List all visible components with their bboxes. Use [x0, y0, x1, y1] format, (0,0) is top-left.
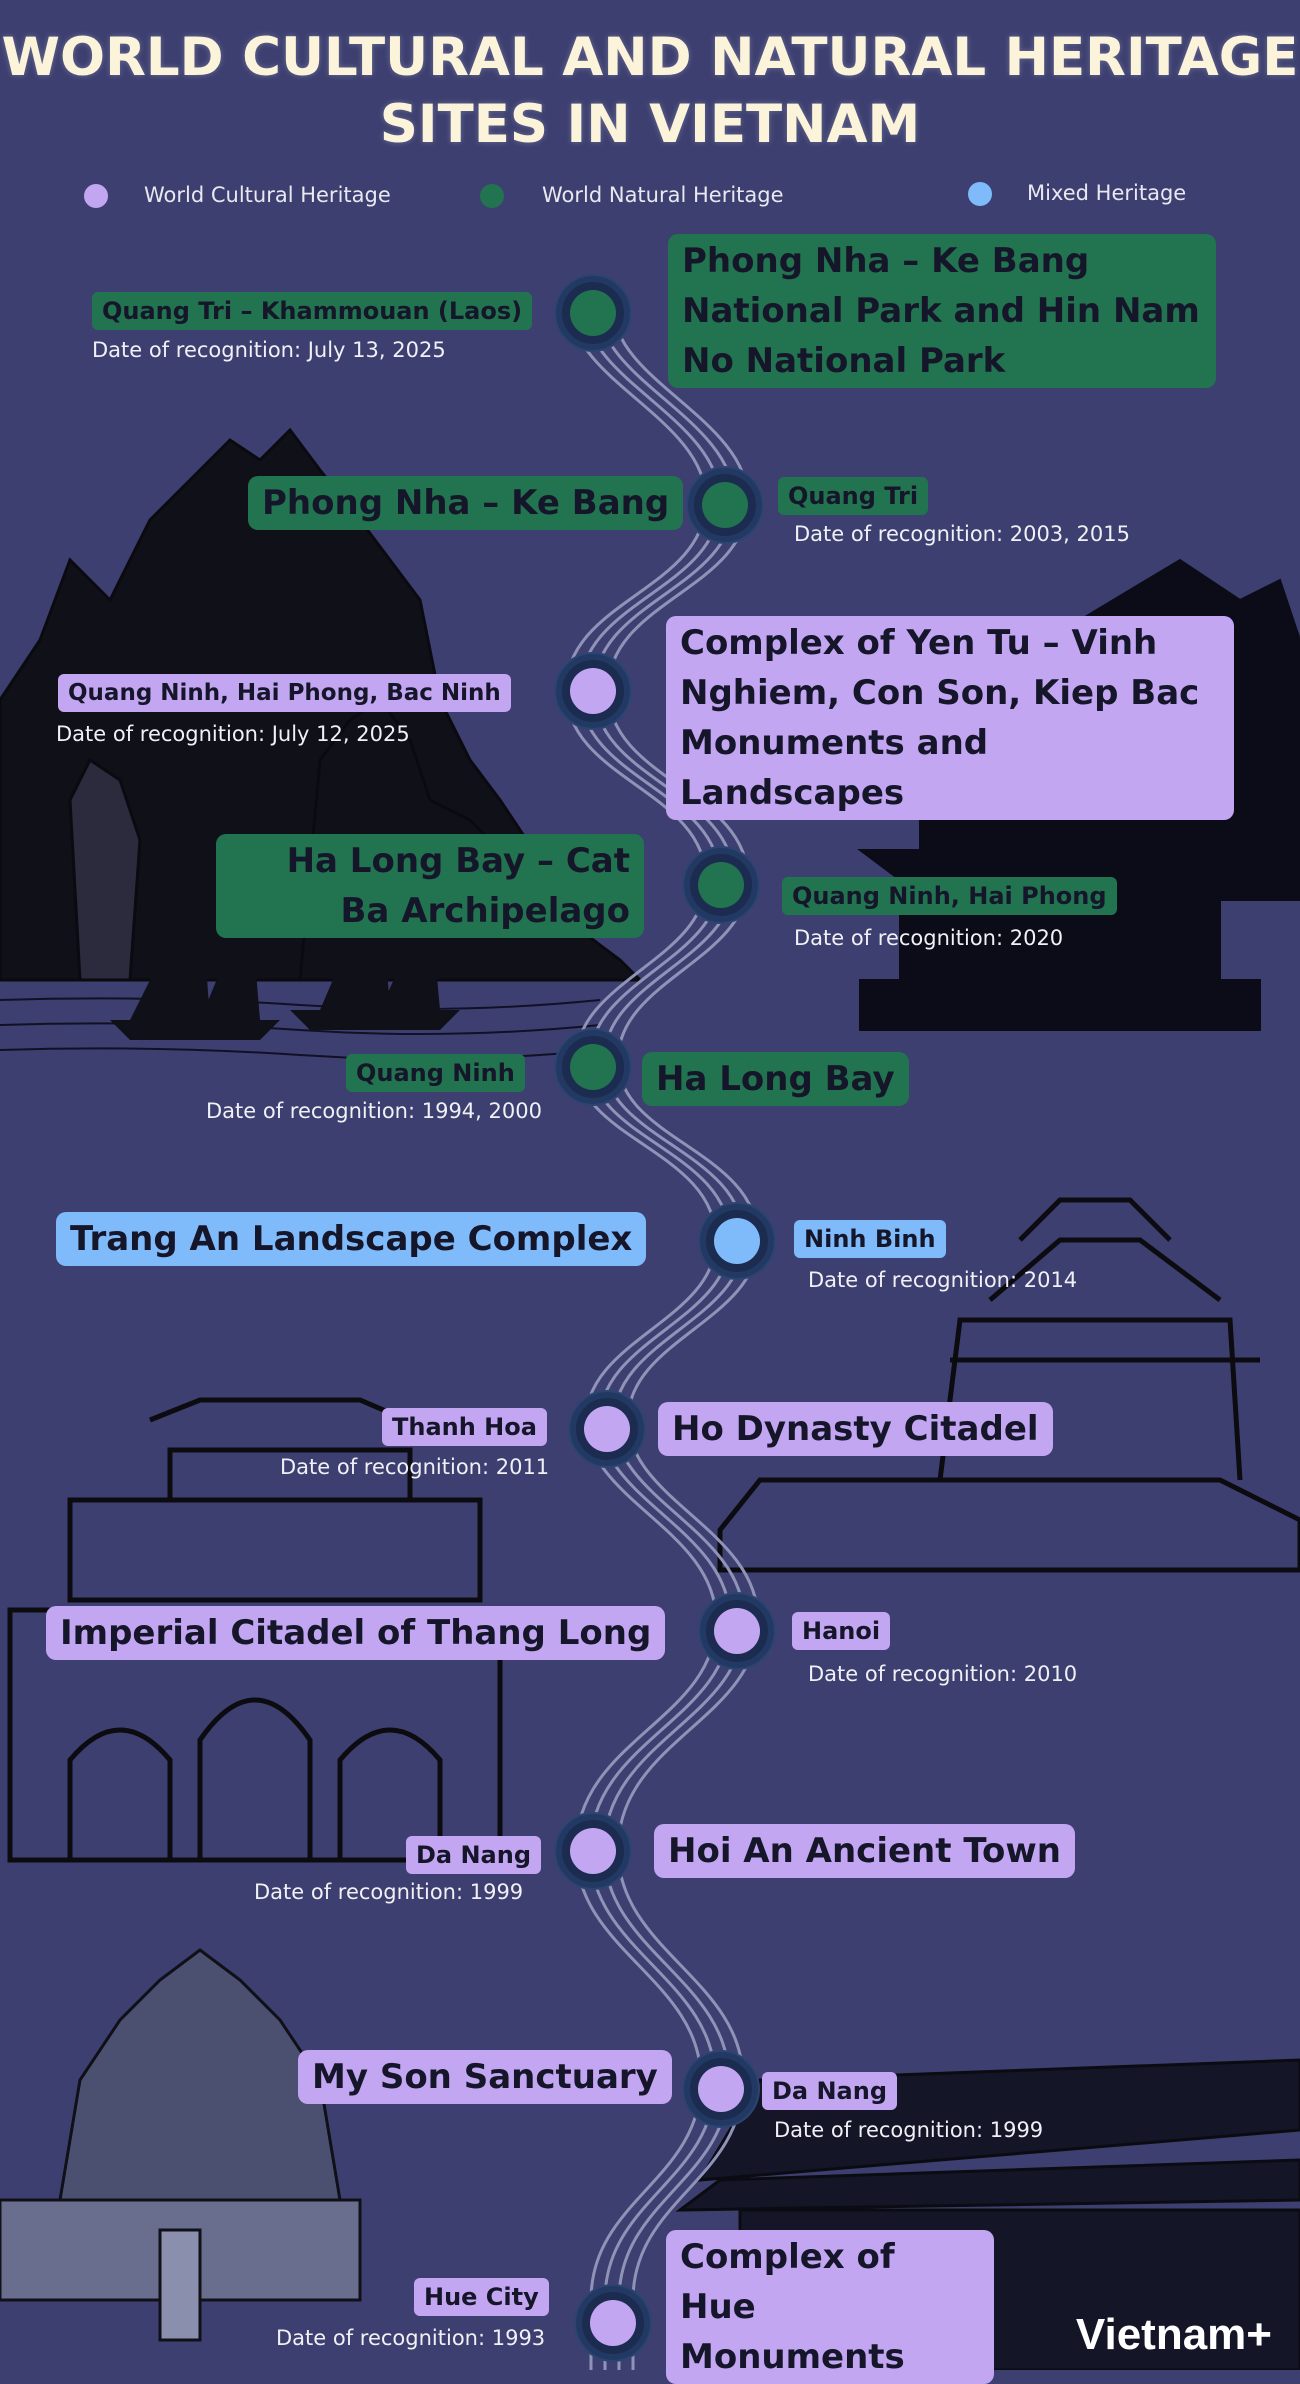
- cultural-marker-dot: [698, 2066, 744, 2112]
- cultural-marker-dot: [584, 1406, 630, 1452]
- timeline-marker: [556, 1814, 630, 1888]
- timeline-marker: [556, 654, 630, 728]
- site-place-tag: Ninh Binh: [794, 1220, 946, 1258]
- site-recognition-date: Date of recognition: July 13, 2025: [92, 338, 446, 362]
- site-name-ha-long-cat-ba: Ha Long Bay – Cat Ba Archipelago: [216, 834, 644, 938]
- site-place-tag: Thanh Hoa: [382, 1408, 547, 1446]
- timeline-marker: [556, 1030, 630, 1104]
- site-recognition-date: Date of recognition: 1993: [276, 2326, 546, 2350]
- site-name-hoi-an: Hoi An Ancient Town: [654, 1824, 1075, 1878]
- site-place-tag: Da Nang: [762, 2072, 898, 2110]
- site-place-tag: Quang Ninh: [346, 1054, 525, 1092]
- site-recognition-date: Date of recognition: July 12, 2025: [56, 722, 410, 746]
- legend-cultural-label: World Cultural Heritage: [144, 183, 391, 207]
- site-place-tag: Da Nang: [406, 1836, 542, 1874]
- legend-mixed-label: Mixed Heritage: [1027, 181, 1187, 205]
- cultural-marker-dot: [570, 668, 616, 714]
- water-illustration: [0, 997, 601, 1060]
- site-name-ha-long-bay: Ha Long Bay: [642, 1052, 909, 1106]
- timeline-marker: [700, 1594, 774, 1668]
- site-recognition-date: Date of recognition: 2014: [808, 1268, 1078, 1292]
- site-recognition-date: Date of recognition: 2020: [794, 926, 1064, 950]
- site-name-phong-nha-ke-bang: Phong Nha – Ke Bang: [248, 476, 684, 530]
- mixed-marker-dot: [714, 1218, 760, 1264]
- timeline-marker: [684, 2052, 758, 2126]
- timeline-marker: [576, 2286, 650, 2360]
- site-place-tag: Hanoi: [792, 1612, 891, 1650]
- timeline-marker: [570, 1392, 644, 1466]
- cham-tower-illustration: [0, 1948, 362, 2342]
- natural-marker-dot: [698, 862, 744, 908]
- legend-mixed-dot: [968, 182, 992, 206]
- site-name-ho-dynasty-citadel: Ho Dynasty Citadel: [658, 1402, 1053, 1456]
- natural-marker-dot: [702, 482, 748, 528]
- natural-marker-dot: [570, 1044, 616, 1090]
- site-place-tag: Quang Ninh, Hai Phong, Bac Ninh: [58, 674, 511, 712]
- timeline-marker: [556, 276, 630, 350]
- site-place-tag: Quang Tri – Khammouan (Laos): [92, 292, 533, 330]
- page-title: WORLD CULTURAL AND NATURAL HERITAGE SITE…: [1, 27, 1299, 155]
- site-name-my-son: My Son Sanctuary: [298, 2050, 672, 2104]
- site-name-yen-tu-complex: Complex of Yen Tu – Vinh Nghiem, Con Son…: [666, 616, 1234, 820]
- site-recognition-date: Date of recognition: 1999: [774, 2118, 1044, 2142]
- vietnam-plus-logo: Vietnam+: [1075, 2310, 1272, 2359]
- legend-cultural-dot: [84, 184, 108, 208]
- site-recognition-date: Date of recognition: 2011: [280, 1455, 550, 1479]
- timeline-marker: [688, 468, 762, 542]
- site-name-trang-an: Trang An Landscape Complex: [56, 1212, 647, 1266]
- site-name-phong-nha-hin-nam-no: Phong Nha – Ke Bang National Park and Hi…: [668, 234, 1216, 388]
- site-name-thang-long-citadel: Imperial Citadel of Thang Long: [46, 1606, 666, 1660]
- site-recognition-date: Date of recognition: 2010: [808, 1662, 1078, 1686]
- site-place-tag: Quang Ninh, Hai Phong: [782, 877, 1117, 915]
- cultural-marker-dot: [714, 1608, 760, 1654]
- site-place-tag: Quang Tri: [778, 477, 929, 515]
- site-recognition-date: Date of recognition: 2003, 2015: [794, 522, 1130, 546]
- timeline-marker: [700, 1204, 774, 1278]
- natural-marker-dot: [570, 290, 616, 336]
- site-recognition-date: Date of recognition: 1999: [254, 1880, 524, 1904]
- site-name-hue-monuments: Complex of Hue Monuments: [666, 2230, 994, 2384]
- site-place-tag: Hue City: [414, 2278, 549, 2316]
- timeline-marker: [684, 848, 758, 922]
- cultural-marker-dot: [590, 2300, 636, 2346]
- citadel-gate-illustration: [717, 1197, 1300, 1573]
- legend-natural-dot: [480, 184, 504, 208]
- legend-natural-label: World Natural Heritage: [542, 183, 784, 207]
- site-recognition-date: Date of recognition: 1994, 2000: [206, 1099, 542, 1123]
- cultural-marker-dot: [570, 1828, 616, 1874]
